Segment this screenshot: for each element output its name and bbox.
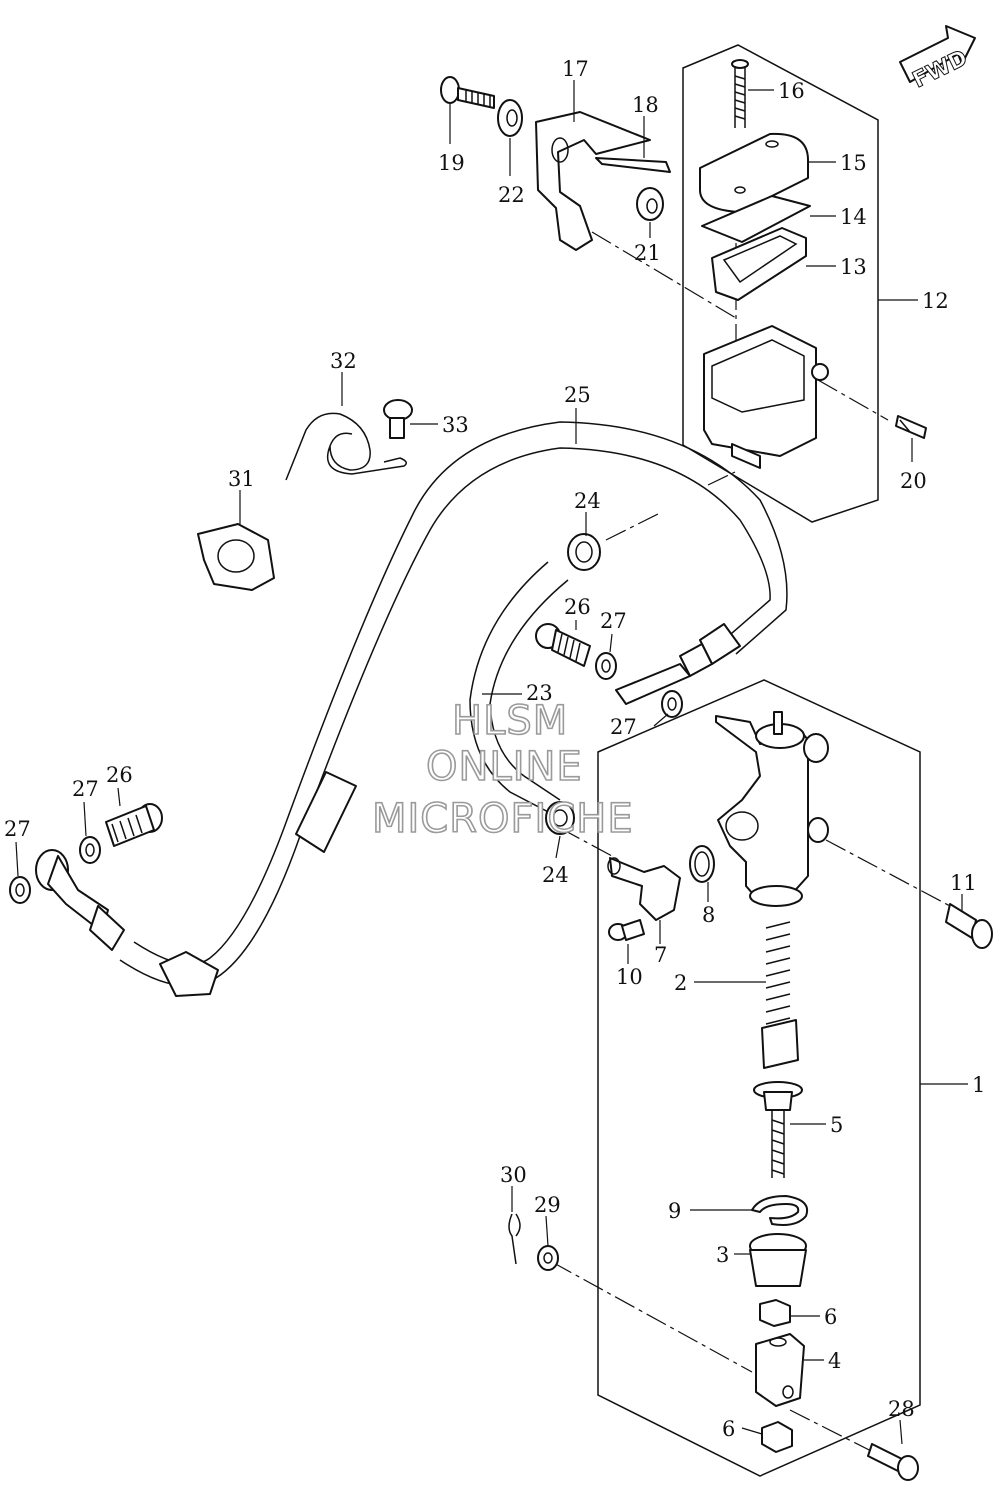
callout-4: 4 [828,1349,841,1373]
callout-14: 14 [840,205,867,229]
callout-12: 12 [922,289,949,313]
circlip-9 [751,1195,808,1226]
callout-13: 13 [840,255,867,279]
hose-23 [469,561,569,817]
cotter-pin-30 [508,1213,521,1265]
clamp-24-upper [567,533,601,571]
o-ring-8 [689,845,715,883]
callout-9: 9 [668,1199,681,1223]
callout-22: 22 [498,183,525,207]
spring-2 [761,921,799,1069]
clamp-24-lower [545,801,575,835]
callout-27-b: 27 [610,715,637,739]
callout-20: 20 [900,469,927,493]
clamp-31 [197,523,275,591]
bolt-11 [945,903,993,949]
nut-6-lower [761,1421,793,1453]
callout-11: 11 [950,871,977,895]
callout-10: 10 [616,965,643,989]
watermark-line-2: ONLINE [426,744,583,790]
grommet-22 [497,99,523,137]
callout-33: 33 [442,413,469,437]
washer-27-c [79,836,101,864]
banjo-bolt-26-lower [105,803,163,847]
callout-3: 3 [716,1243,729,1267]
hose-fitting-lower [35,849,125,951]
callout-18: 18 [632,93,659,117]
bolt-20 [895,415,927,439]
callout-24-upper: 24 [574,489,601,513]
bracket-17 [535,111,651,251]
callout-23: 23 [526,681,553,705]
callout-30: 30 [500,1163,527,1187]
callout-15: 15 [840,151,867,175]
screw-10 [608,919,645,941]
callout-7: 7 [654,943,667,967]
bolt-19 [440,76,495,109]
diaphragm-13 [711,227,807,301]
plate-18 [595,157,671,173]
callout-6-lower: 6 [722,1417,735,1441]
callout-29: 29 [534,1193,561,1217]
screw-16 [731,59,749,128]
callout-32: 32 [330,349,357,373]
callout-21: 21 [634,241,661,265]
callout-2: 2 [674,971,687,995]
clevis-4 [755,1333,805,1407]
washer-27-b [661,690,683,718]
callout-17: 17 [562,57,589,81]
callout-1: 1 [972,1073,985,1097]
washer-27-d [9,876,31,904]
callout-16: 16 [778,79,805,103]
callout-27-d: 27 [4,817,31,841]
washer-27-a [595,652,617,680]
nut-21 [636,187,664,221]
callout-28: 28 [888,1397,915,1421]
reservoir-body-12 [703,325,829,469]
nut-6-upper [759,1299,791,1327]
callout-25: 25 [564,383,591,407]
clip-32 [285,412,407,481]
washer-29 [537,1245,559,1271]
callout-8: 8 [702,903,715,927]
diaphragm-plate-14 [701,195,811,243]
callout-6-upper: 6 [824,1305,837,1329]
screw-33 [383,399,413,439]
callout-27-c: 27 [72,777,99,801]
leader-lines [15,80,968,1445]
callout-26-lower: 26 [106,763,133,787]
callout-labels: 1 2 3 4 5 6 6 7 8 9 10 11 12 13 14 15 16… [4,57,985,1441]
master-cylinder-body-1 [715,711,829,907]
master-cylinder-assembly-outline [597,679,921,1477]
watermark-line-1: HLSM [452,698,568,744]
connector-7 [607,857,681,921]
watermark: HLSM ONLINE MICROFICHE [371,697,634,843]
callout-31: 31 [228,467,255,491]
callout-5: 5 [830,1113,843,1137]
callout-24-lower: 24 [542,863,569,887]
reservoir-cap-15 [699,132,809,213]
push-rod-5 [753,1081,803,1178]
boot-3 [749,1233,807,1287]
callout-26-upper: 26 [564,595,591,619]
callout-19: 19 [438,151,465,175]
callout-27-a: 27 [600,609,627,633]
pin-28 [867,1443,919,1481]
fwd-arrow: FWD [899,25,976,94]
brake-hose-25 [119,421,788,997]
banjo-bolt-26-upper [535,623,591,667]
watermark-line-3: MICROFICHE [372,796,634,842]
